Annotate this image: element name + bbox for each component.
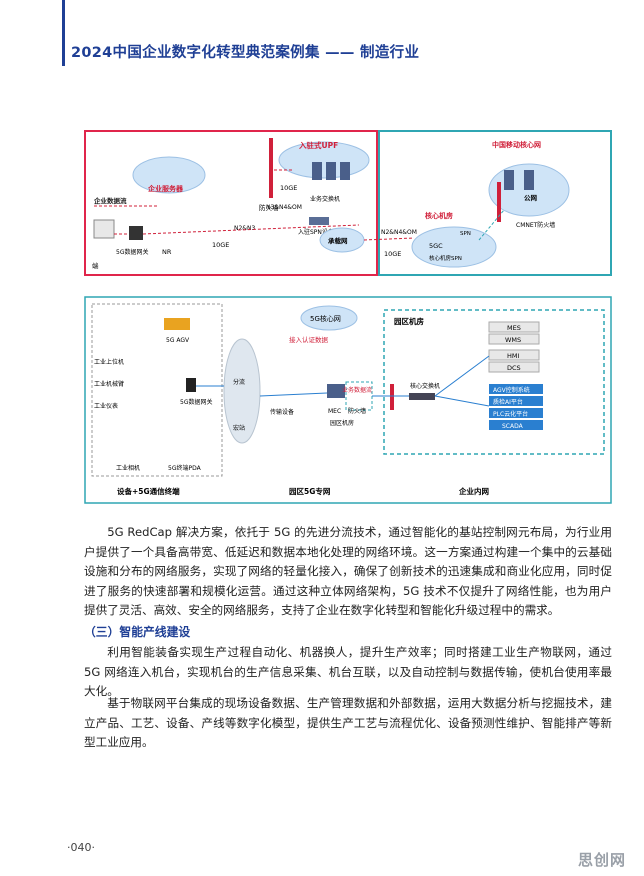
terminal-label: 端 (92, 261, 99, 270)
pda-label: 5G终端PDA (168, 464, 202, 472)
service-switch-label: 业务交换机 (310, 195, 340, 203)
link-10ge-a-label: 10GE (280, 184, 297, 192)
app-scada: SCADA (502, 423, 524, 430)
red-flow-lines (114, 169, 415, 241)
link-10ge-b-label: 10GE (212, 241, 229, 249)
camera-label: 工业相机 (116, 464, 140, 472)
firewall-bar-1 (269, 138, 273, 198)
firewall-label: 防火墙 (259, 203, 279, 212)
core-switch-room-label: 核心机房SPN (429, 254, 462, 262)
enterprise-server-cloud (132, 156, 206, 194)
bearer-net-label: 承载网 (328, 236, 348, 245)
cyan-flow-line (478, 209, 505, 241)
section-heading: （三）智能产线建设 (84, 625, 191, 639)
app-list: AGV控制系统 质检AI平台 PLC云化平台 SCADA (489, 384, 543, 430)
sec1-label: 设备+5G通信终端 (117, 486, 180, 496)
gateway-device (129, 226, 143, 240)
core-cloud-label: 5G核心网 (310, 314, 341, 323)
spn-label: SPN (460, 231, 471, 237)
five-gc-label: 5GC (429, 242, 443, 250)
split-label: 分流 (233, 378, 245, 386)
n2n3-label: N2&N3 (234, 225, 255, 232)
agv-label: 5G AGV (166, 337, 190, 344)
spn-device-label: 入驻SPN设备 (298, 228, 334, 236)
room-label: 园区机房 (330, 419, 354, 427)
link-10ge-c-label: 10GE (384, 250, 401, 258)
campus-room-label: 园区机房 (394, 316, 424, 326)
core-server-1 (504, 170, 514, 190)
nr-label: NR (162, 248, 172, 256)
upf-server-3 (340, 162, 350, 180)
gateway2-label: 5G数据网关 (180, 398, 212, 406)
n3n4om-label: N3&N4&OM (266, 204, 302, 211)
firewall-bar-2 (497, 182, 501, 222)
manip-label: 工业机械臂 (94, 380, 124, 388)
n2n4om-label: N2&N4&OM (381, 229, 417, 236)
sec2-label: 园区5G专网 (289, 486, 331, 496)
mobile-core-label: 中国移动核心网 (492, 140, 541, 149)
gateway-label: 5G数据网关 (116, 248, 148, 256)
sys-mes: MES (507, 324, 521, 332)
public-net-label: 公网 (524, 194, 538, 202)
upf-server-2 (326, 162, 336, 180)
fw-label: 防火墙 (348, 407, 366, 415)
core-room-label: 核心机房 (425, 211, 453, 220)
gateway2-icon (186, 378, 196, 392)
spn-device-box (309, 217, 329, 225)
flow-label: 业务数据流 (342, 386, 372, 394)
core-server-2 (524, 170, 534, 190)
mec-box (327, 384, 345, 398)
paragraph-intelligent-line: 利用智能装备实现生产过程自动化、机器换人，提升生产效率；同时搭建工业生产物联网，… (84, 645, 612, 698)
sensor-label: 工业仪表 (94, 402, 118, 410)
cmnet-fw-label: CMNET防火墙 (516, 221, 555, 229)
sec3-label: 企业内网 (458, 486, 489, 496)
app-plc: PLC云化平台 (493, 410, 528, 418)
sys-wms: WMS (505, 336, 521, 344)
app-agv: AGV控制系统 (493, 386, 530, 394)
core-switch-label: 核心交换机 (410, 382, 440, 390)
page-number: ·040· (67, 841, 95, 854)
core-room-cloud (411, 226, 497, 268)
core-cloud (300, 305, 358, 331)
paragraph-iot-platform: 基于物联网平台集成的现场设备数据、生产管理数据和外部数据，运用大数据分析与挖掘技… (84, 696, 612, 749)
firewall-bar-3 (390, 384, 394, 410)
network-diagram-1: 企业服务器 企业数据流 防火墙 入驻式UPF 10GE 业务交换机 N3&N4&… (84, 130, 612, 276)
sys-dcs: DCS (507, 364, 521, 372)
transport-label: 传输设备 (270, 408, 294, 416)
watermark: 思创网 (578, 851, 627, 869)
access-note-label: 接入认证数据 (289, 335, 329, 344)
app-qc: 质检AI平台 (493, 398, 523, 406)
terminal-device-1 (93, 219, 115, 239)
paragraph-redcap: 5G RedCap 解决方案，依托于 5G 的先进分流技术，通过智能化的基站控制… (84, 525, 612, 617)
upf-server-1 (312, 162, 322, 180)
enterprise-flow-label: 企业数据流 (93, 196, 127, 205)
sys-list: MES WMS HMI DCS (488, 321, 540, 373)
mec-label: MEC (328, 408, 341, 415)
core-switch-icon (409, 393, 435, 400)
enterprise-server-label: 企业服务器 (147, 184, 184, 193)
upf-label: 入驻式UPF (298, 140, 338, 150)
agv-icon (164, 318, 190, 330)
sec1-box (91, 303, 223, 477)
sys-hmi: HMI (507, 352, 519, 360)
base-station-oval (223, 338, 261, 444)
network-diagram-2: 园区机房 5G核心网 接入认证数据 5G AGV 工业上位机 工业机械臂 工业仪… (84, 296, 612, 504)
base-label: 宏站 (233, 424, 245, 432)
blue-links (196, 355, 490, 407)
header-accent-bar (62, 0, 65, 66)
page-title: 2024中国企业数字化转型典范案例集 —— 制造行业 (71, 45, 420, 61)
pc-label: 工业上位机 (94, 358, 124, 366)
